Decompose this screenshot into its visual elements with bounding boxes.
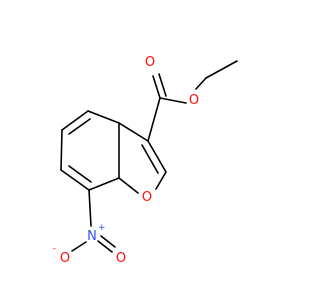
bond-ch3-ch2 xyxy=(205,60,238,79)
carbonyl-oxygen-label: O xyxy=(145,55,155,70)
bond-c4-c5-double-a xyxy=(61,110,89,131)
bond-c6-c7-double-b xyxy=(68,165,92,183)
bond-c7-c7a xyxy=(88,177,120,191)
bonds xyxy=(60,60,238,253)
bond-nitro-double-b xyxy=(100,235,116,248)
bond-ester-oxygen-carbonyl-carbon xyxy=(159,97,187,104)
bond-carbonyl-c3 xyxy=(147,97,161,142)
nitro-oxygen-single-label: O xyxy=(60,251,70,266)
ester-oxygen-label: O xyxy=(189,93,199,108)
bond-c6-c7-double-a xyxy=(60,169,90,191)
bond-ch2-ester-oxygen xyxy=(195,77,207,90)
bond-c3-c3a xyxy=(118,122,149,142)
bond-c3a-c4 xyxy=(87,110,120,124)
bond-carbonyl-double-b xyxy=(158,73,167,97)
nitro-nitrogen-charge: + xyxy=(98,223,106,233)
bond-c3-c2-double-a xyxy=(147,140,167,173)
nitro-nitrogen-label: N xyxy=(87,229,97,244)
furan-oxygen-label: O xyxy=(142,190,152,205)
bond-c5-c6 xyxy=(60,129,63,171)
bond-c7-nitro-nitrogen xyxy=(88,189,92,227)
bond-furan-oxygen-c7a xyxy=(118,177,139,194)
nitro-oxygen-charge: - xyxy=(53,244,56,254)
bond-carbonyl-double-a xyxy=(152,75,161,99)
molecule-structure: O O O N + O - O xyxy=(53,55,238,266)
bond-c2-furan-oxygen xyxy=(155,171,167,190)
bond-c4-c5-double-b xyxy=(68,118,91,135)
bond-nitro-nitrogen-oxygen-single xyxy=(71,241,87,252)
bond-nitro-double-a xyxy=(97,240,113,253)
nitro-oxygen-double-label: O xyxy=(116,251,126,266)
bond-c3-c2-double-b xyxy=(141,144,159,174)
